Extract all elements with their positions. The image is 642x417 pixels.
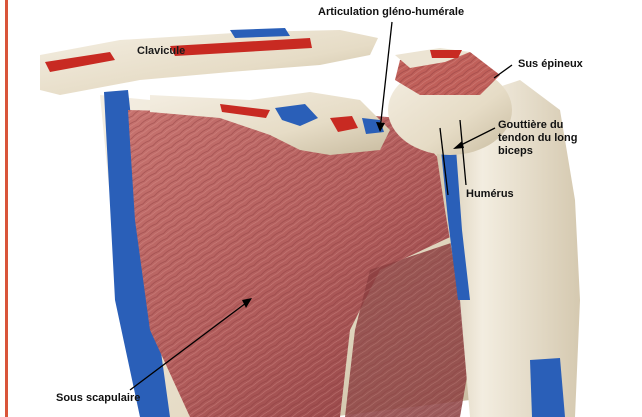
label-clavicule: Clavicule <box>137 45 185 58</box>
label-gouttiere-line1: Gouttière du <box>498 119 608 132</box>
label-humerus: Humérus <box>466 188 514 201</box>
label-sous-scapulaire: Sous scapulaire <box>56 392 140 405</box>
label-sus-epineux: Sus épineux <box>518 58 583 71</box>
humerus-blue-bottom <box>530 358 565 417</box>
acromion-red <box>430 50 462 58</box>
left-accent-border <box>0 0 8 417</box>
label-articulation: Articulation gléno-humérale <box>318 6 464 19</box>
label-gouttiere: Gouttière du tendon du long biceps <box>498 119 608 158</box>
pointer-sus-epineux <box>494 65 512 78</box>
label-gouttiere-line3: biceps <box>498 145 608 158</box>
label-gouttiere-line2: tendon du long <box>498 132 608 145</box>
